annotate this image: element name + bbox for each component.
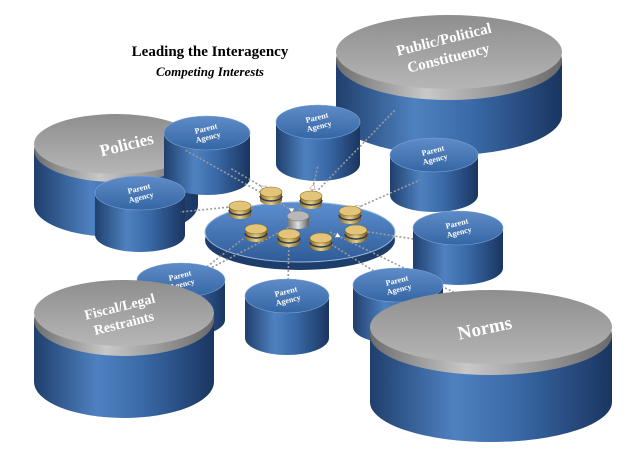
dotted-connector <box>329 231 471 301</box>
gold-coin-stack <box>228 200 252 219</box>
diagram-title: Leading the Interagency <box>131 44 289 60</box>
center-silver-coin <box>286 210 310 229</box>
gold-coin-stack <box>309 232 333 251</box>
diagram-subtitle: Competing Interests <box>156 64 264 79</box>
title-block: Leading the Interagency Competing Intere… <box>110 44 310 80</box>
connector-arrowhead <box>334 231 342 238</box>
connector-arrowhead <box>309 183 316 191</box>
dotted-connector <box>184 149 300 215</box>
gold-coin-stack <box>338 205 362 224</box>
public-political-cylinder: Public/Political Constituency <box>336 15 562 155</box>
gold-coin-stack <box>244 223 268 242</box>
connector-arrowhead <box>288 207 295 214</box>
dotted-connector <box>298 109 396 211</box>
gold-coin-stack <box>299 190 323 209</box>
gold-coin-stack <box>259 186 283 205</box>
dotted-connector <box>355 229 421 241</box>
gold-coin-stack <box>344 224 368 243</box>
policies-cylinder: Policies <box>34 114 198 237</box>
dotted-connector <box>349 179 421 212</box>
gold-coin-stack <box>277 228 301 247</box>
coin-stack-group <box>228 186 368 251</box>
norms-cylinder: Norms <box>370 290 612 442</box>
fiscal-legal-cylinder: Fiscal/Legal Restraints <box>34 280 214 418</box>
